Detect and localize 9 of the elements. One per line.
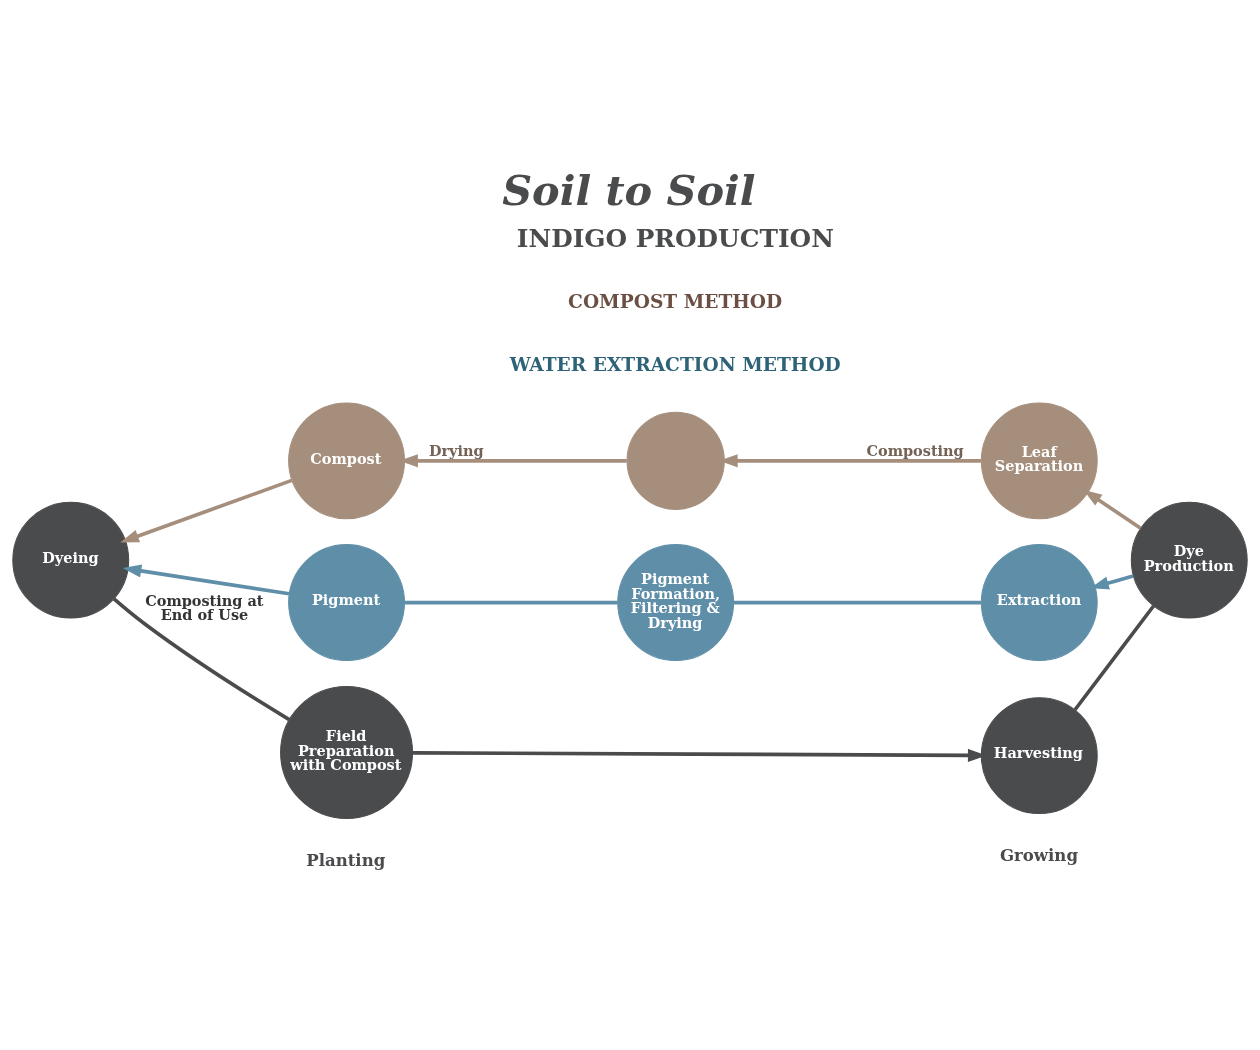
edge-label: Composting — [866, 441, 964, 459]
diagram-title: Soil to Soil — [502, 165, 756, 215]
label: INDIGO PRODUCTION — [516, 223, 834, 253]
label: Growing — [999, 844, 1078, 865]
label: WATER EXTRACTION METHOD — [509, 353, 841, 375]
edge-label: Drying — [428, 441, 484, 459]
edge-label: Composting at End of Use — [145, 591, 264, 623]
label: COMPOST METHOD — [568, 290, 783, 312]
label: Planting — [306, 849, 386, 870]
